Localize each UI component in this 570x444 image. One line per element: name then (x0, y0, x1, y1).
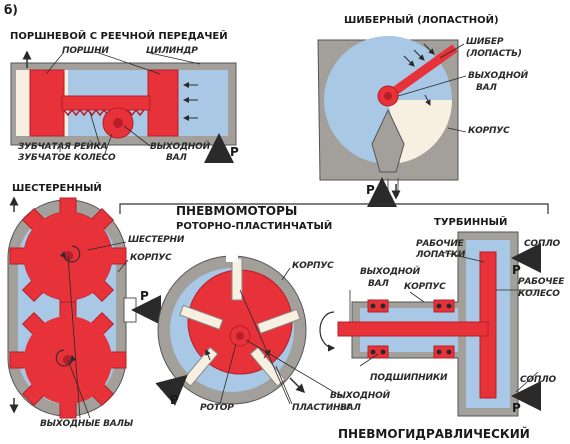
label-output-shaft-turbine-1: ВЫХОДНОЙ (360, 267, 420, 277)
pressure-piston: P (230, 145, 239, 159)
heading-rotary: РОТОРНО-ПЛАСТИНЧАТЫЙ (176, 221, 333, 232)
rotary-vane-motor (155, 254, 307, 406)
label-pistons: ПОРШНИ (62, 46, 109, 56)
label-blades-1: РАБОЧИЕ (416, 239, 464, 249)
label-rotor: РОТОР (200, 403, 234, 413)
label-gear-wheel: ЗУБЧАТОЕ КОЛЕСО (18, 153, 116, 163)
label-body-rotary: КОРПУС (292, 261, 334, 271)
turbine-motor (319, 231, 541, 417)
label-cylinder: ЦИЛИНДР (146, 46, 198, 56)
pressure-rotary: P (170, 393, 179, 407)
label-gears: ШЕСТЕРНИ (128, 235, 185, 245)
heading-hydro: ПНЕВМОГИДРАВЛИЧЕСКИЙ (338, 427, 530, 441)
label-body-turbine: КОРПУС (404, 282, 446, 292)
label-plates: ПЛАСТИНЫ (292, 403, 350, 413)
label-body-gear: КОРПУС (130, 253, 172, 263)
heading-vane: ШИБЕРНЫЙ (ЛОПАСТНОЙ) (344, 15, 499, 26)
pressure-turbine-top: P (512, 263, 521, 277)
motors-bracket (119, 203, 549, 214)
gear-motor (7, 196, 161, 419)
label-wheel-1: РАБОЧЕЕ (518, 277, 565, 287)
piston-motor (10, 50, 237, 163)
heading-motors: ПНЕВМОМОТОРЫ (176, 204, 298, 218)
pressure-vane: P (366, 183, 375, 197)
label-wheel-2: КОЛЕСО (518, 289, 560, 299)
heading-turbine: ТУРБИННЫЙ (434, 217, 508, 228)
label-bearings: ПОДШИПНИКИ (370, 373, 448, 383)
pressure-gear: P (140, 289, 149, 303)
heading-gear: ШЕСТЕРЕННЫЙ (12, 183, 102, 194)
label-blades-2: ЛОПАТКИ (416, 250, 466, 260)
label-body-vane: КОРПУС (468, 126, 510, 136)
label-output-shaft-rotary-2: ВАЛ (340, 403, 361, 413)
label-nozzle-top: СОПЛО (524, 239, 560, 249)
label-output-shaft-piston-1: ВЫХОДНОЙ (150, 142, 210, 152)
heading-piston: ПОРШНЕВОЙ С РЕЕЧНОЙ ПЕРЕДАЧЕЙ (10, 31, 228, 42)
label-gate-2: (ЛОПАСТЬ) (466, 49, 522, 59)
label-output-shaft-vane-1: ВЫХОДНОЙ (468, 71, 528, 81)
label-output-shaft-vane-2: ВАЛ (476, 83, 497, 93)
label-gate-1: ШИБЕР (466, 37, 504, 47)
piston-air-arrows (183, 82, 198, 121)
label-output-shaft-rotary-1: ВЫХОДНОЙ (330, 391, 390, 401)
label-output-shaft-piston-2: ВАЛ (166, 153, 187, 163)
panel-label: б) (4, 3, 18, 17)
label-output-shaft-turbine-2: ВАЛ (368, 279, 389, 289)
label-output-shafts: ВЫХОДНЫЕ ВАЛЫ (40, 419, 133, 429)
label-nozzle-bottom: СОПЛО (520, 375, 556, 385)
leader-lines (45, 43, 539, 419)
label-rack: ЗУБЧАТАЯ РЕЙКА (18, 142, 108, 152)
vane-motor (317, 36, 459, 207)
pressure-turbine-bottom: P (512, 401, 521, 415)
